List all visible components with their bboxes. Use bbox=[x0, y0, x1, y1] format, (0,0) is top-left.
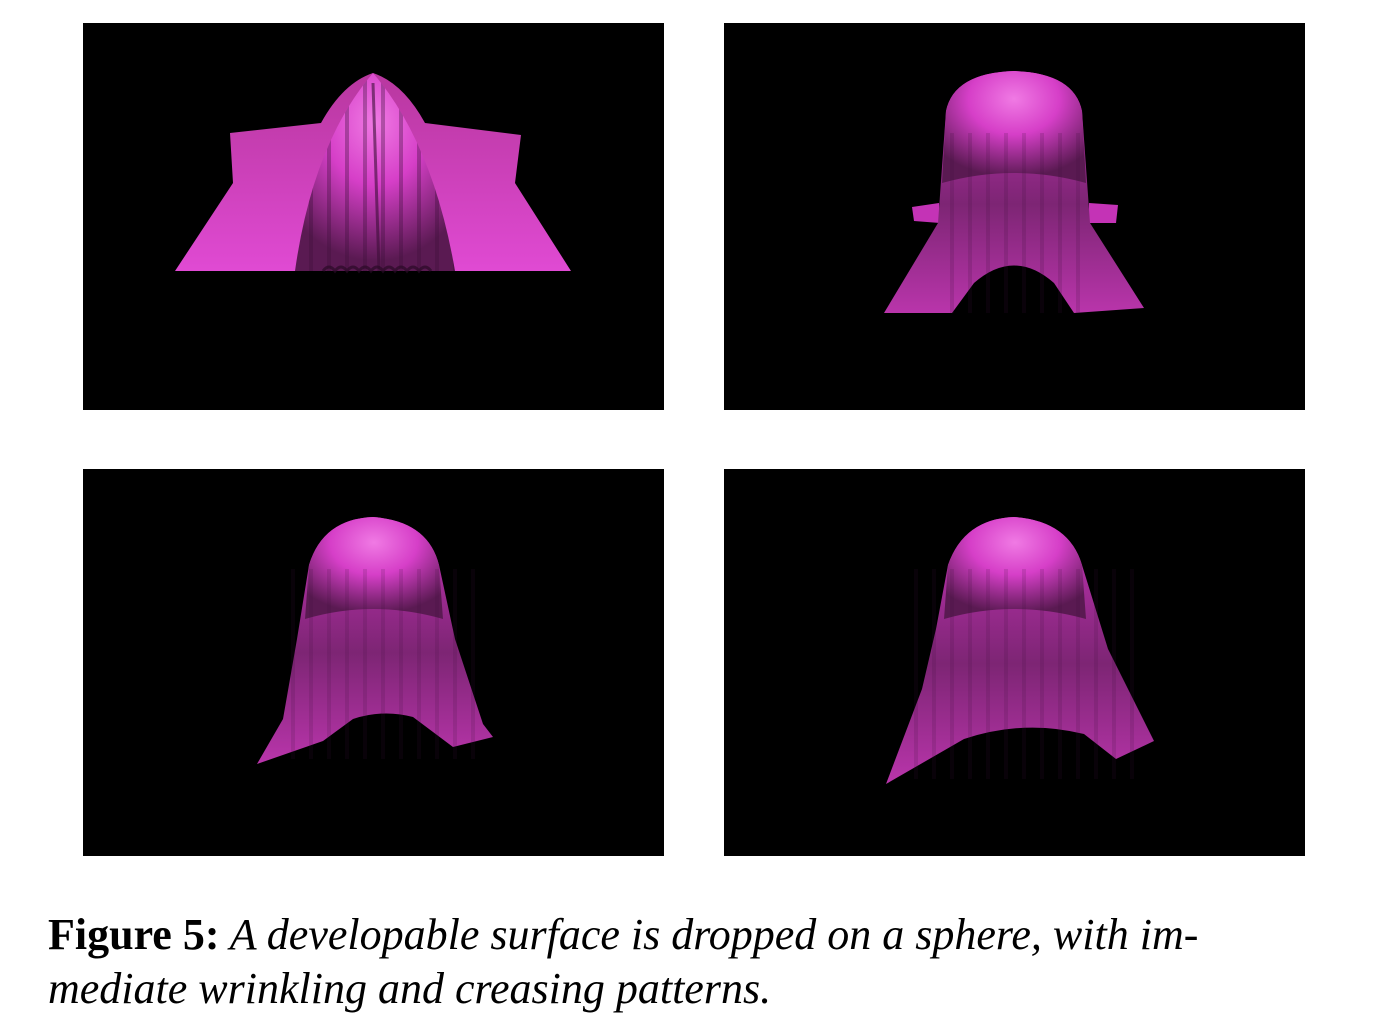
render-panel-flat-sheet bbox=[83, 23, 664, 410]
cloth-render-2 bbox=[884, 71, 1144, 313]
cloth-render-3 bbox=[257, 517, 493, 764]
cloth-render-1 bbox=[175, 73, 571, 274]
render-panel-draping-stage-1 bbox=[724, 23, 1305, 410]
render-panel-draping-stage-2 bbox=[83, 469, 664, 856]
cloth-render-4 bbox=[886, 517, 1154, 784]
figure-caption: Figure 5: A developable surface is dropp… bbox=[48, 908, 1344, 1016]
figure-label: Figure 5: bbox=[48, 910, 220, 959]
caption-text-line2: mediate wrinkling and creasing patterns. bbox=[48, 964, 772, 1013]
caption-text-line1: A developable surface is dropped on a sp… bbox=[219, 910, 1199, 959]
render-panel-draping-stage-3 bbox=[724, 469, 1305, 856]
